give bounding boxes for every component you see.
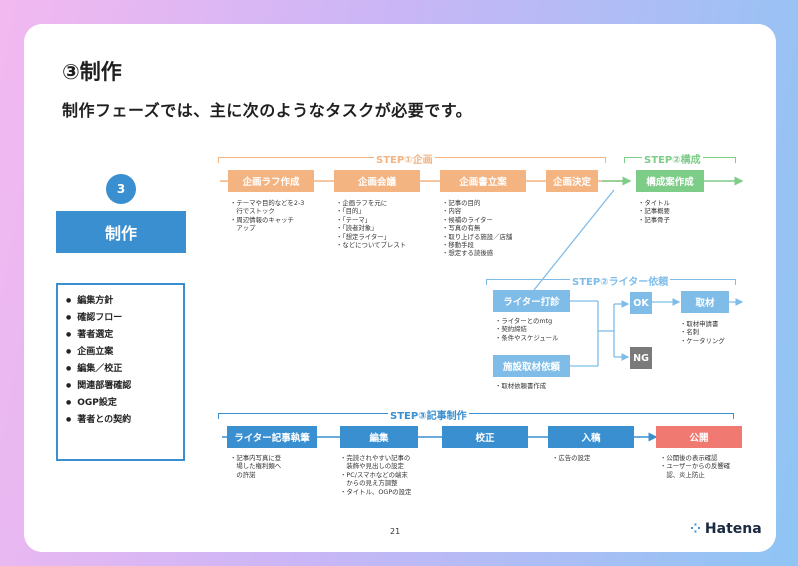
logo-text: Hatena	[704, 521, 762, 537]
phase-number-badge: 3	[106, 174, 136, 204]
step3-box-editing: 編集	[340, 426, 418, 448]
task-item: 確認フロー	[66, 310, 183, 327]
task-item: 著者との契約	[66, 412, 183, 429]
step2a-box-structure: 構成案作成	[636, 170, 704, 192]
step3-box-writing: ライター記事執筆	[227, 426, 317, 448]
step1-note-planning-meeting: ・企画ラフを元に ・「目的」 ・「テーマ」 ・「読者対象」 ・「想定ライター」 …	[336, 199, 407, 250]
step3-note-submission: ・広告の設定	[552, 454, 591, 462]
step2a-label: STEP②構成	[642, 151, 703, 166]
step2a-note: ・タイトル ・記事概要 ・記事骨子	[638, 199, 670, 224]
slide: ③制作 制作フェーズでは、主に次のようなタスクが必要です。 3 制作 編集方針 …	[24, 24, 776, 552]
task-item: 企画立案	[66, 344, 183, 361]
step3-note-editing: ・完読されやすい記事の 装飾や見出しの設定 ・PC/スマホなどの端末 からの見え…	[340, 454, 412, 496]
step2b-label: STEP②ライター依頼	[570, 273, 671, 288]
step1-box-rough-plan: 企画ラフ作成	[228, 170, 314, 192]
ng-badge: NG	[630, 347, 652, 369]
step2b-note-writer: ・ライターとのmtg ・契約締結 ・条件やスケジュール	[495, 317, 559, 342]
step2b-box-writer: ライター打診	[493, 290, 570, 312]
step1-note-rough-plan: ・テーマや目的などを2-3 行でストック ・周辺情報のキャッチ アップ	[230, 199, 305, 233]
step1-box-planning-meeting: 企画会議	[334, 170, 420, 192]
step3-label: STEP③記事制作	[388, 407, 469, 422]
task-item: 関連部署確認	[66, 378, 183, 395]
step1-label: STEP①企画	[374, 151, 435, 166]
phase-name-box: 制作	[56, 211, 186, 253]
task-item: 編集／校正	[66, 361, 183, 378]
hatena-logo: ⁘ Hatena	[690, 521, 762, 537]
step3-box-submission: 入稿	[548, 426, 634, 448]
step3-note-writing: ・記事内写真に登 場した権利類へ の許諾	[230, 454, 282, 479]
step1-box-proposal: 企画書立案	[440, 170, 526, 192]
task-list-box: 編集方針 確認フロー 著者選定 企画立案 編集／校正 関連部署確認 OGP設定 …	[56, 283, 185, 461]
task-item: 著者選定	[66, 327, 183, 344]
step2b-note-facility: ・取材依頼書作成	[495, 382, 547, 390]
diagonal-connector	[533, 189, 615, 291]
step3-note-publish: ・公開後の表示確認 ・ユーザーからの反響確 認、炎上防止	[660, 454, 731, 479]
task-item: 編集方針	[66, 293, 183, 310]
step2b-box-facility: 施設取材依頼	[493, 355, 570, 377]
step1-box-decision: 企画決定	[546, 170, 598, 192]
step3-box-publish: 公開	[656, 426, 742, 448]
page-title: ③制作	[62, 60, 122, 84]
hatena-diamond-icon: ⁘	[690, 521, 701, 537]
task-item: OGP設定	[66, 395, 183, 412]
page-subtitle: 制作フェーズでは、主に次のようなタスクが必要です。	[62, 101, 473, 120]
ok-badge: OK	[630, 292, 652, 314]
step2b-box-interview: 取材	[681, 291, 729, 313]
step1-note-proposal: ・記事の目的 ・内容 ・候補のライター ・写真の有無 ・取り上げる施設／店舗 ・…	[442, 199, 513, 258]
page-number: 21	[390, 527, 401, 536]
step3-bracket	[218, 413, 734, 419]
step3-box-proofreading: 校正	[442, 426, 528, 448]
step2b-note-interview: ・取材申請書 ・名刺 ・ケータリング	[680, 320, 725, 345]
